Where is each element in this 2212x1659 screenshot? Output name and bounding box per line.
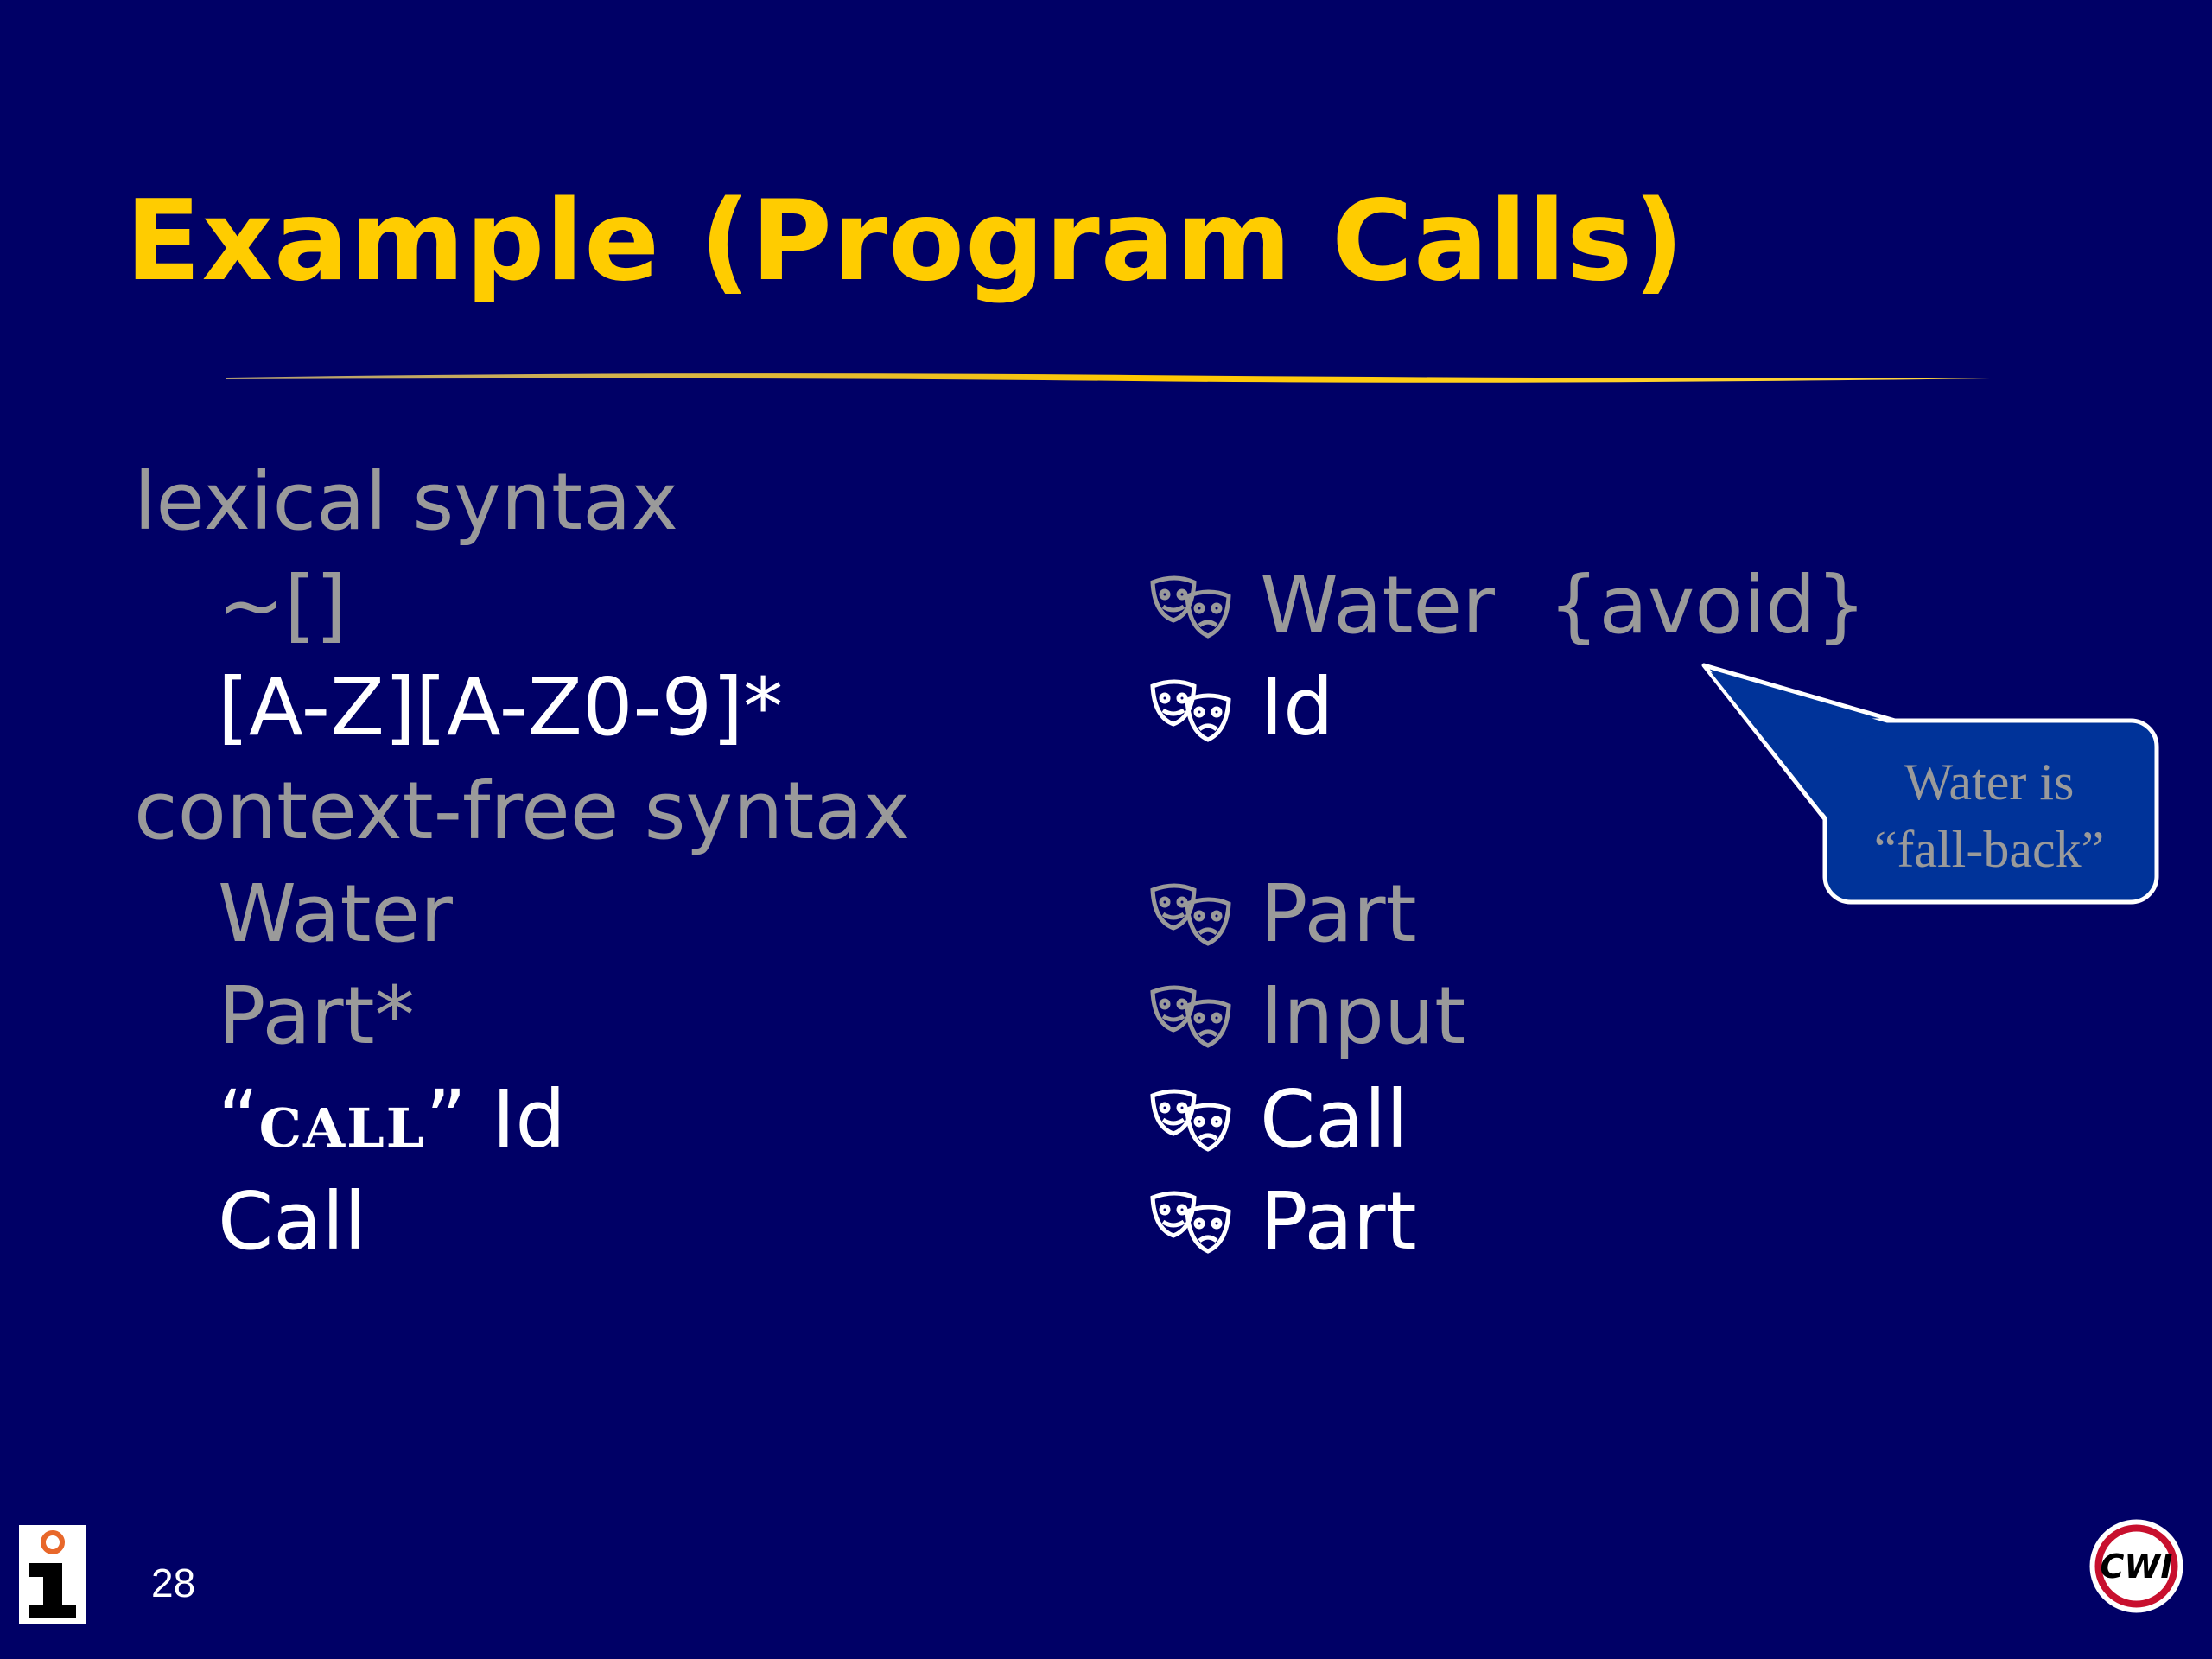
theater-masks-icon (1150, 679, 1231, 742)
page-number: 28 (151, 1560, 196, 1605)
result-id: Id (1260, 661, 1334, 753)
cf-rule-call: “CALL” Id (218, 1080, 566, 1160)
avoid-attribute: {avoid} (1548, 559, 1867, 652)
cwi-logo-text: CWI (2101, 1548, 2173, 1586)
result-call: Call (1260, 1073, 1408, 1166)
lexical-rule-id: [A-Z][A-Z0-9]* (218, 661, 784, 753)
cf-rule-water: Water (218, 868, 453, 960)
result-water: Water{avoid} (1260, 566, 1866, 645)
cf-rule-part-star: Part* (218, 969, 415, 1062)
theater-masks-icon (1150, 1191, 1231, 1254)
call-keyword: CALL (258, 1096, 426, 1160)
lexical-rule-tilde: ~[] (218, 559, 346, 652)
slide-title: Example (Program Calls) (125, 177, 1685, 306)
callout-line-2: “fall-back” (1873, 821, 2105, 878)
theater-masks-icon (1150, 985, 1231, 1048)
open-quote: “ (218, 1073, 259, 1166)
theater-masks-icon (1150, 1089, 1231, 1152)
cf-rule-call-ref: Call (218, 1175, 366, 1268)
cwi-logo: CWI (2089, 1519, 2183, 1613)
callout-text: Water is “fall-back” (1825, 748, 2153, 883)
callout-line-1: Water is (1904, 753, 2075, 810)
theater-masks-icon (1150, 883, 1231, 946)
theater-masks-icon (1150, 575, 1231, 639)
title-underline (226, 373, 2050, 383)
result-input: Input (1260, 969, 1466, 1062)
close-quote-id: ” Id (425, 1073, 566, 1166)
context-free-syntax-header: context-free syntax (134, 765, 911, 857)
result-water-sort: Water (1260, 559, 1495, 652)
institute-logo (19, 1525, 86, 1624)
lexical-syntax-header: lexical syntax (134, 455, 678, 548)
result-part: Part (1260, 868, 1417, 960)
result-part-2: Part (1260, 1175, 1417, 1268)
